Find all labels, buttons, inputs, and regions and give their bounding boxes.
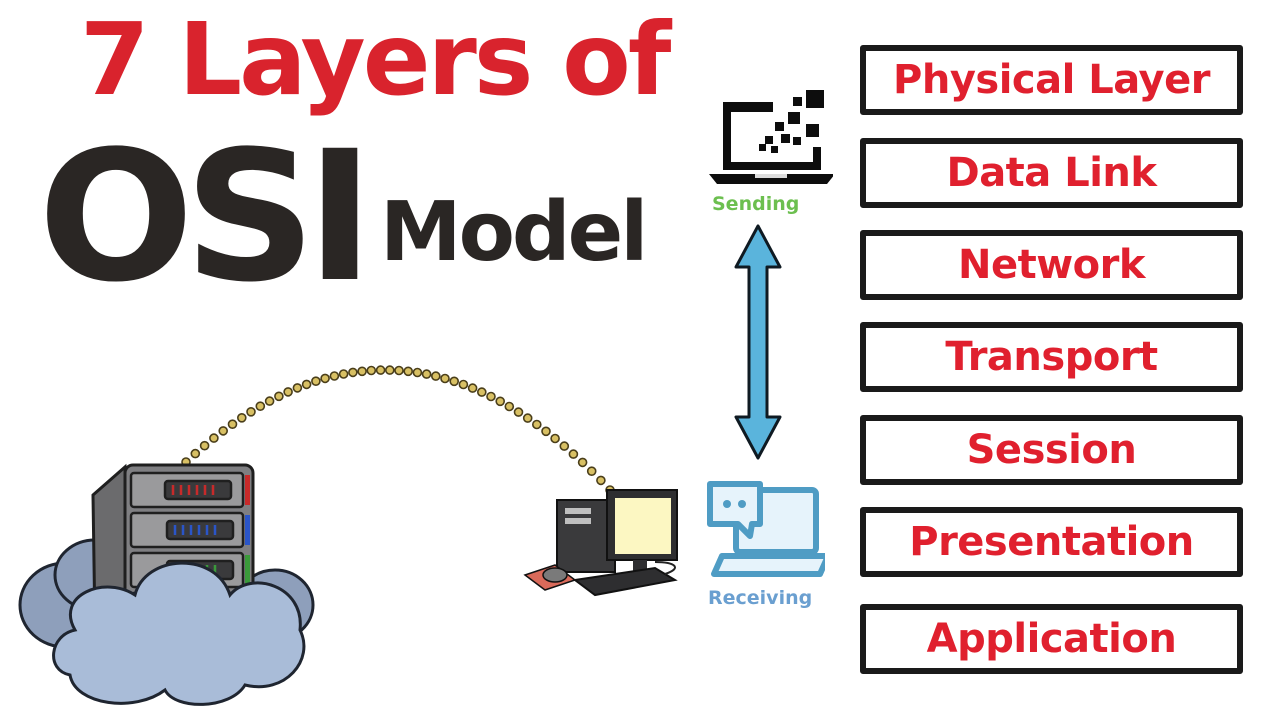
layer-physical: Physical Layer — [860, 45, 1243, 115]
layer-label: Transport — [945, 334, 1158, 380]
layer-application: Application — [860, 604, 1243, 674]
laptop-chat-bubble-icon — [707, 481, 825, 577]
layer-label: Network — [958, 242, 1146, 288]
server-rack-in-cloud-icon — [18, 463, 315, 706]
layer-transport: Transport — [860, 322, 1243, 392]
layer-label: Physical Layer — [893, 57, 1210, 103]
layer-data-link: Data Link — [860, 138, 1243, 208]
layer-label: Session — [966, 427, 1137, 473]
layer-presentation: Presentation — [860, 507, 1243, 577]
layer-session: Session — [860, 415, 1243, 485]
receiving-label: Receiving — [708, 587, 813, 609]
layer-network: Network — [860, 230, 1243, 300]
laptop-sending-data-icon — [709, 90, 833, 184]
desktop-computer-icon — [523, 489, 678, 597]
double-headed-vertical-arrow-icon — [734, 224, 782, 460]
layer-label: Data Link — [946, 150, 1157, 196]
title-osi: OSI — [38, 113, 374, 322]
title-7-layers-of: 7 Layers of — [80, 1, 671, 118]
title-model: Model — [380, 185, 648, 280]
layer-label: Application — [926, 616, 1177, 662]
sending-label: Sending — [712, 193, 800, 215]
layer-label: Presentation — [909, 519, 1194, 565]
